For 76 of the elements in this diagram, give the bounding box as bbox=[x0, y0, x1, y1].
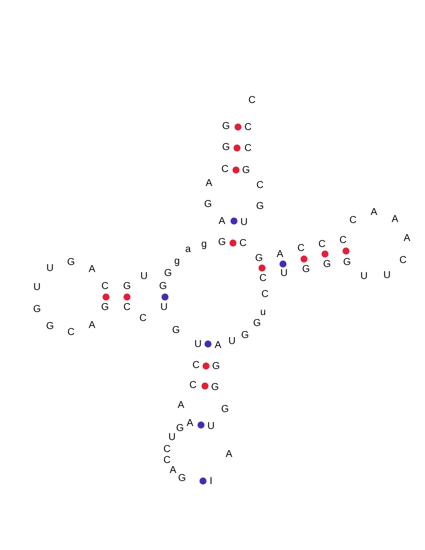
nucleotide-letter: a bbox=[185, 245, 191, 255]
nucleotide-letter: I bbox=[210, 477, 212, 487]
nucleotide-letter: G bbox=[212, 362, 220, 372]
nucleotide-letter: U bbox=[280, 269, 288, 279]
nucleotide-letter: G bbox=[218, 238, 226, 248]
nucleotide-letter: G bbox=[253, 319, 261, 329]
nucleotide-letter: A bbox=[404, 234, 410, 244]
nucleotide-letter: U bbox=[228, 337, 236, 347]
nucleotide-letter: U bbox=[168, 433, 176, 443]
nucleotide-letter: C bbox=[239, 239, 247, 249]
nucleotide-letter: g bbox=[201, 240, 207, 250]
nucleotide-letter: G bbox=[343, 258, 351, 268]
nucleotide-letter: A bbox=[88, 265, 96, 275]
nucleotide-letter: G bbox=[178, 474, 186, 484]
nucleotide-letter: C bbox=[248, 96, 256, 106]
nucleotide-letter: G bbox=[172, 326, 180, 336]
nucleotide-letter: A bbox=[218, 217, 226, 227]
nucleotide-letter: C bbox=[256, 181, 264, 191]
nucleotide-letter: A bbox=[186, 419, 194, 429]
nucleotide-letter: G bbox=[159, 282, 167, 292]
nucleotide-letter: A bbox=[178, 401, 184, 411]
nucleotide-letter: C bbox=[244, 123, 252, 133]
nucleotide-letter: C bbox=[163, 445, 171, 455]
nucleotide-letter: U bbox=[194, 340, 202, 350]
nucleotide-letter: C bbox=[349, 216, 357, 226]
nucleotide-letter: G bbox=[222, 143, 230, 153]
nucleotide-letter: G bbox=[123, 282, 131, 292]
nucleotide-letter: G bbox=[46, 322, 54, 332]
nucleotide-letter: U bbox=[160, 303, 168, 313]
nucleotide-letter: G bbox=[221, 405, 229, 415]
nucleotide-letter: U bbox=[207, 422, 215, 432]
nucleotide-letter: G bbox=[211, 383, 219, 393]
nucleotide-letter: C bbox=[101, 282, 109, 292]
nucleotide-letter: C bbox=[244, 144, 252, 154]
nucleotide-letter: A bbox=[170, 466, 176, 476]
nucleotide-letter: G bbox=[302, 265, 310, 275]
nucleotide-letter: A bbox=[370, 208, 378, 218]
nucleotide-letter: G bbox=[323, 260, 331, 270]
nucleotide-letter: G bbox=[176, 424, 184, 434]
nucleotide-letter: U bbox=[33, 283, 41, 293]
nucleotide-letter: G bbox=[222, 122, 230, 132]
nucleotide-letter: C bbox=[189, 381, 197, 391]
nucleotide-letter: G bbox=[67, 258, 75, 268]
nucleotide-letter: A bbox=[392, 215, 398, 225]
nucleotide-letter: C bbox=[163, 456, 171, 466]
nucleotide-letter: G bbox=[242, 166, 250, 176]
nucleotide-letter: G bbox=[241, 331, 249, 341]
nucleotide-letter: G bbox=[101, 303, 109, 313]
nucleotide-letter: C bbox=[67, 328, 75, 338]
nucleotide-letter: C bbox=[259, 274, 267, 284]
nucleotide-letter: C bbox=[261, 290, 269, 300]
nucleotide-letter: g bbox=[174, 257, 180, 267]
nucleotide-letter: A bbox=[88, 321, 96, 331]
nucleotide-letter: C bbox=[339, 236, 347, 246]
nucleotide-letter: U bbox=[383, 271, 391, 281]
nucleotide-letter: C bbox=[297, 244, 305, 254]
nucleotide-letter: C bbox=[192, 361, 200, 371]
nucleotide-letter: C bbox=[123, 303, 131, 313]
nucleotide-letter: A bbox=[276, 250, 284, 260]
nucleotide-letter: C bbox=[318, 240, 326, 250]
nucleotide-letter: A bbox=[226, 450, 232, 460]
nucleotide-letter: U bbox=[360, 272, 368, 282]
nucleotide-letter: G bbox=[204, 200, 212, 210]
nucleotide-letter: A bbox=[206, 179, 212, 189]
nucleotide-letter: G bbox=[255, 254, 263, 264]
nucleotide-letter: A bbox=[214, 341, 222, 351]
nucleotide-letter: U bbox=[240, 218, 248, 228]
nucleotide-letter: G bbox=[256, 202, 264, 212]
nucleotide-letter: u bbox=[260, 308, 266, 318]
nucleotide-letter: C bbox=[221, 165, 229, 175]
nucleotide-letter: U bbox=[140, 272, 148, 282]
nucleotide-letter: U bbox=[46, 264, 54, 274]
nucleotide-letter: C bbox=[399, 256, 407, 266]
nucleotide-letter: C bbox=[139, 314, 147, 324]
nucleotide-letter: G bbox=[164, 269, 172, 279]
nucleotide-letter: G bbox=[33, 305, 41, 315]
